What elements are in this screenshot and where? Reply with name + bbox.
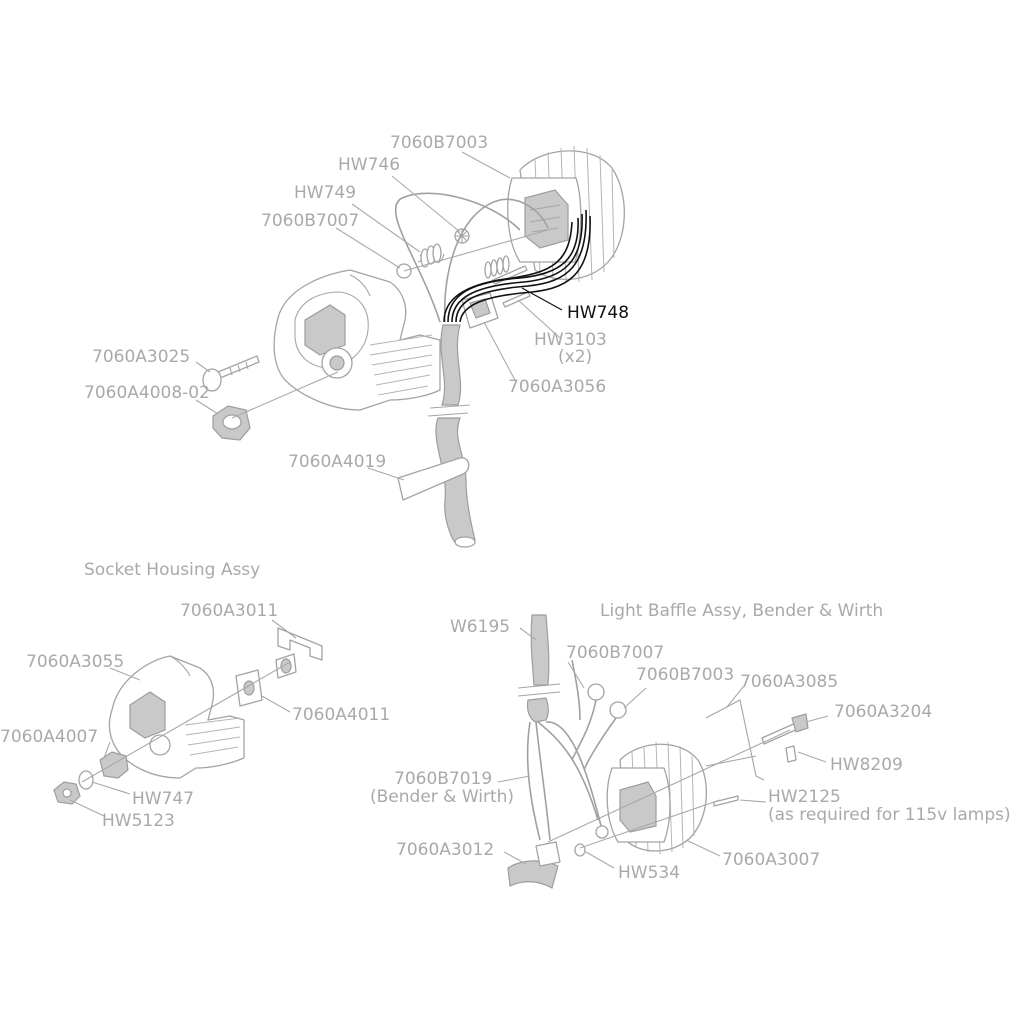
- clamp-band: [397, 457, 470, 501]
- label-hw749[interactable]: HW749: [294, 183, 356, 203]
- label-7060B7007-top[interactable]: 7060B7007: [261, 211, 359, 231]
- leader-7060B7003-top: [461, 151, 511, 179]
- label-hw534[interactable]: HW534: [618, 863, 680, 883]
- label-hw748[interactable]: HW748: [567, 303, 629, 323]
- label-7060B7019-note: (Bender & Wirth): [370, 787, 514, 807]
- leader-7060A4019: [367, 467, 405, 481]
- label-hw2125-note: (as required for 115v lamps): [768, 805, 1011, 825]
- washer-hw534: [574, 843, 586, 857]
- leader-hw748[interactable]: [521, 287, 563, 311]
- label-7060A3025[interactable]: 7060A3025: [92, 347, 190, 367]
- title-light-baffle: Light Baffle Assy, Bender & Wirth: [600, 601, 883, 621]
- top-assembly: 7060B7003 HW746 HW749 7060B7007 HW748 HW…: [84, 133, 629, 548]
- screw-hw2125: [713, 795, 739, 807]
- ring-terminal-7060B7007: [587, 683, 605, 701]
- leader-hw746: [391, 175, 461, 233]
- label-7060B7007-bottom[interactable]: 7060B7007: [566, 643, 664, 663]
- socket-housing-assy: Socket Housing Assy 7060A3011: [0, 560, 390, 831]
- knob-7060A4007: [99, 751, 129, 779]
- label-7060B7019[interactable]: 7060B7019: [394, 769, 492, 789]
- label-w6195[interactable]: W6195: [450, 617, 510, 637]
- leader-7060A4008: [195, 399, 219, 415]
- thumbscrew-7060A3025: [202, 355, 260, 392]
- label-hw2125[interactable]: HW2125: [768, 787, 841, 807]
- title-socket-housing: Socket Housing Assy: [84, 560, 260, 580]
- leader-7060A3025: [195, 361, 211, 373]
- terminal-block-7060A3012: [507, 841, 561, 889]
- bracket-7060A3085: [705, 699, 765, 781]
- label-7060A3085[interactable]: 7060A3085: [740, 672, 838, 692]
- leader-7060B7007-top: [335, 227, 401, 269]
- wires-7060B7019: [526, 721, 551, 841]
- label-7060A4007[interactable]: 7060A4007: [0, 727, 98, 747]
- star-washer-hw746: [454, 228, 470, 244]
- label-hw5123[interactable]: HW5123: [102, 811, 175, 831]
- label-7060A3055[interactable]: 7060A3055: [26, 652, 124, 672]
- leader-hw749: [351, 203, 421, 253]
- label-7060A4011[interactable]: 7060A4011: [292, 705, 390, 725]
- baffle-body-7060A3007: [606, 741, 708, 855]
- spring-2: [484, 255, 510, 279]
- nut-hw8209: [785, 745, 797, 763]
- label-7060A3007[interactable]: 7060A3007: [722, 850, 820, 870]
- label-hw3103[interactable]: HW3103: [534, 330, 607, 350]
- cable-w6195: [530, 614, 550, 686]
- wire-harness-hw748: [443, 209, 591, 323]
- ring-terminal-7060B7003: [609, 701, 627, 719]
- bracket-7060A3011: [277, 627, 323, 661]
- label-hw746[interactable]: HW746: [338, 155, 400, 175]
- label-7060B7003-bottom[interactable]: 7060B7003: [636, 665, 734, 685]
- cable-hose: [427, 324, 476, 548]
- socket-housing-body: [108, 655, 245, 779]
- wire-loop: [394, 192, 521, 323]
- label-7060B7003-top[interactable]: 7060B7003: [390, 133, 488, 153]
- label-7060A3011[interactable]: 7060A3011: [180, 601, 278, 621]
- label-hw8209[interactable]: HW8209: [830, 755, 903, 775]
- light-baffle-assy: Light Baffle Assy, Bender & Wirth: [370, 601, 1011, 889]
- label-7060A3204[interactable]: 7060A3204: [834, 702, 932, 722]
- knob-nut-7060A4008: [212, 405, 251, 441]
- leader-7060A3056: [483, 321, 517, 383]
- label-7060A4008[interactable]: 7060A4008-02: [84, 383, 210, 403]
- label-hw747[interactable]: HW747: [132, 789, 194, 809]
- socket-housing-top: [273, 269, 441, 411]
- label-7060A4019[interactable]: 7060A4019: [288, 452, 386, 472]
- label-7060A3056[interactable]: 7060A3056: [508, 377, 606, 397]
- label-hw3103-qty: (x2): [558, 347, 592, 367]
- leader-hw3103: [517, 299, 561, 339]
- label-7060A3012[interactable]: 7060A3012: [396, 840, 494, 860]
- spring-hw749: [417, 243, 445, 268]
